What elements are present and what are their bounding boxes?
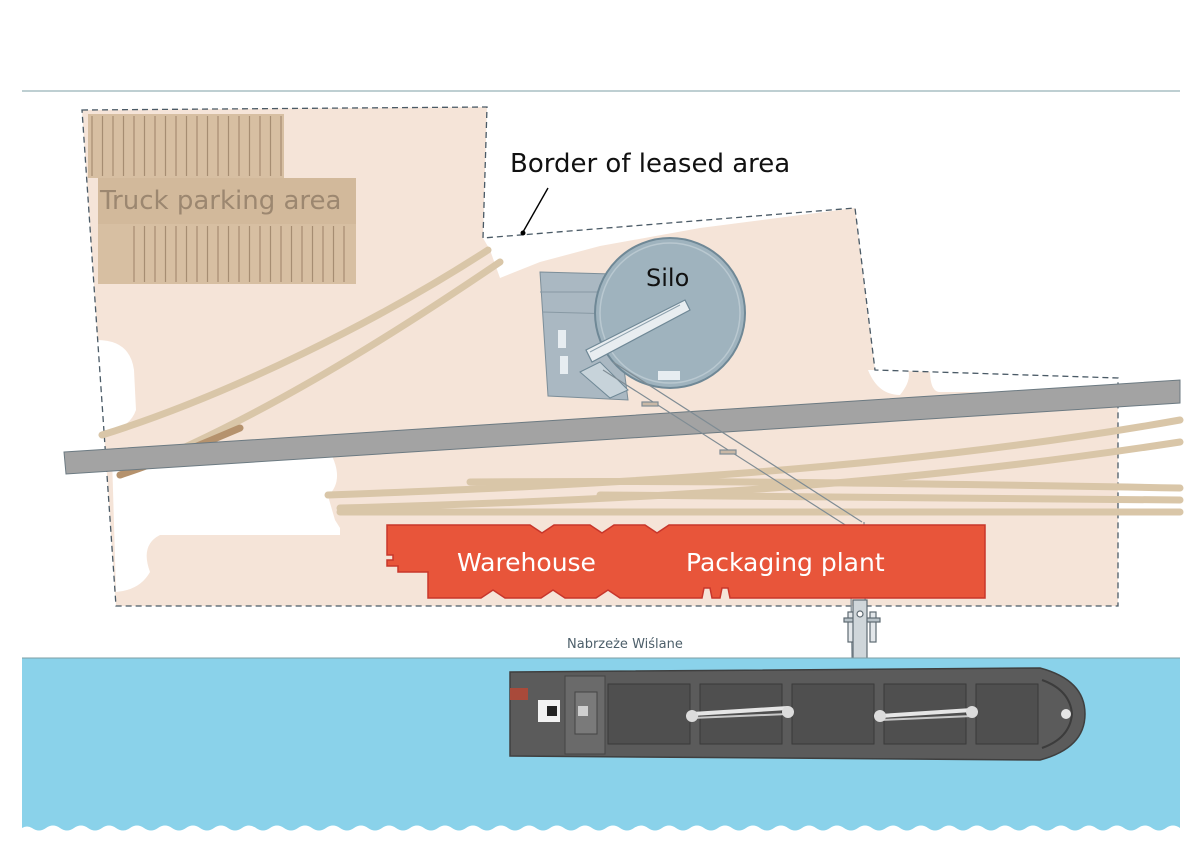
bulk-carrier-ship — [509, 667, 1086, 761]
main-road — [63, 379, 1181, 475]
warehouse-label: Warehouse — [457, 548, 596, 577]
leased-border-label: Border of leased area — [510, 149, 790, 179]
notch-left-lower — [112, 452, 340, 592]
notch-left-upper — [97, 340, 136, 431]
warehouse-packaging-building — [386, 524, 986, 599]
packaging-plant-label: Packaging plant — [686, 548, 885, 577]
border-callout-dot — [520, 230, 526, 236]
notch-bottom-strip — [268, 582, 430, 606]
truck-parking-label: Truck parking area — [99, 186, 341, 216]
notch-top — [483, 208, 855, 278]
border-callout-line — [522, 187, 549, 233]
quay-name-label: Nabrzeże Wiślane — [567, 637, 683, 652]
silo — [579, 237, 746, 399]
silo-label: Silo — [646, 264, 689, 292]
rail-tracks — [98, 246, 1184, 516]
truck-parking-area — [88, 114, 356, 284]
